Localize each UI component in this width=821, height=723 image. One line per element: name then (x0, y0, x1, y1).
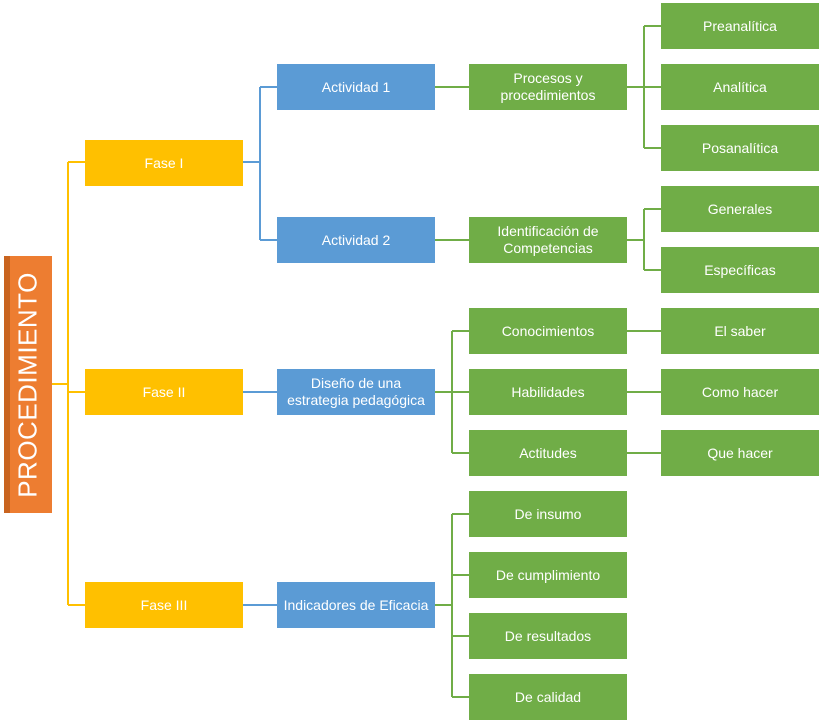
node-compliance-indicator: De cumplimiento (469, 552, 627, 598)
phase-node-1: Fase I (85, 140, 243, 186)
node-specific: Específicas (661, 247, 819, 293)
phase-node-3: Fase III (85, 582, 243, 628)
activity-node-indicators: Indicadores de Eficacia (277, 582, 435, 628)
node-knowing: El saber (661, 308, 819, 354)
node-what-to-do: Que hacer (661, 430, 819, 476)
node-results-indicator: De resultados (469, 613, 627, 659)
node-preanalytic: Preanalítica (661, 3, 819, 49)
activity-node-strategy: Diseño de una estrategia pedagógica (277, 369, 435, 415)
node-general: Generales (661, 186, 819, 232)
node-input-indicator: De insumo (469, 491, 627, 537)
root-accent-bar (4, 256, 10, 513)
phase-node-2: Fase II (85, 369, 243, 415)
node-postanalytic: Posanalítica (661, 125, 819, 171)
root-label: PROCEDIMIENTO (12, 271, 43, 498)
node-knowledge: Conocimientos (469, 308, 627, 354)
root-node-procedimiento: PROCEDIMIENTO (4, 256, 52, 513)
activity-node-1: Actividad 1 (277, 64, 435, 110)
node-quality-indicator: De calidad (469, 674, 627, 720)
node-skills: Habilidades (469, 369, 627, 415)
node-competencies: Identificación de Competencias (469, 217, 627, 263)
node-how-to-do: Como hacer (661, 369, 819, 415)
activity-node-2: Actividad 2 (277, 217, 435, 263)
node-attitudes: Actitudes (469, 430, 627, 476)
node-processes: Procesos y procedimientos (469, 64, 627, 110)
node-analytic: Analítica (661, 64, 819, 110)
